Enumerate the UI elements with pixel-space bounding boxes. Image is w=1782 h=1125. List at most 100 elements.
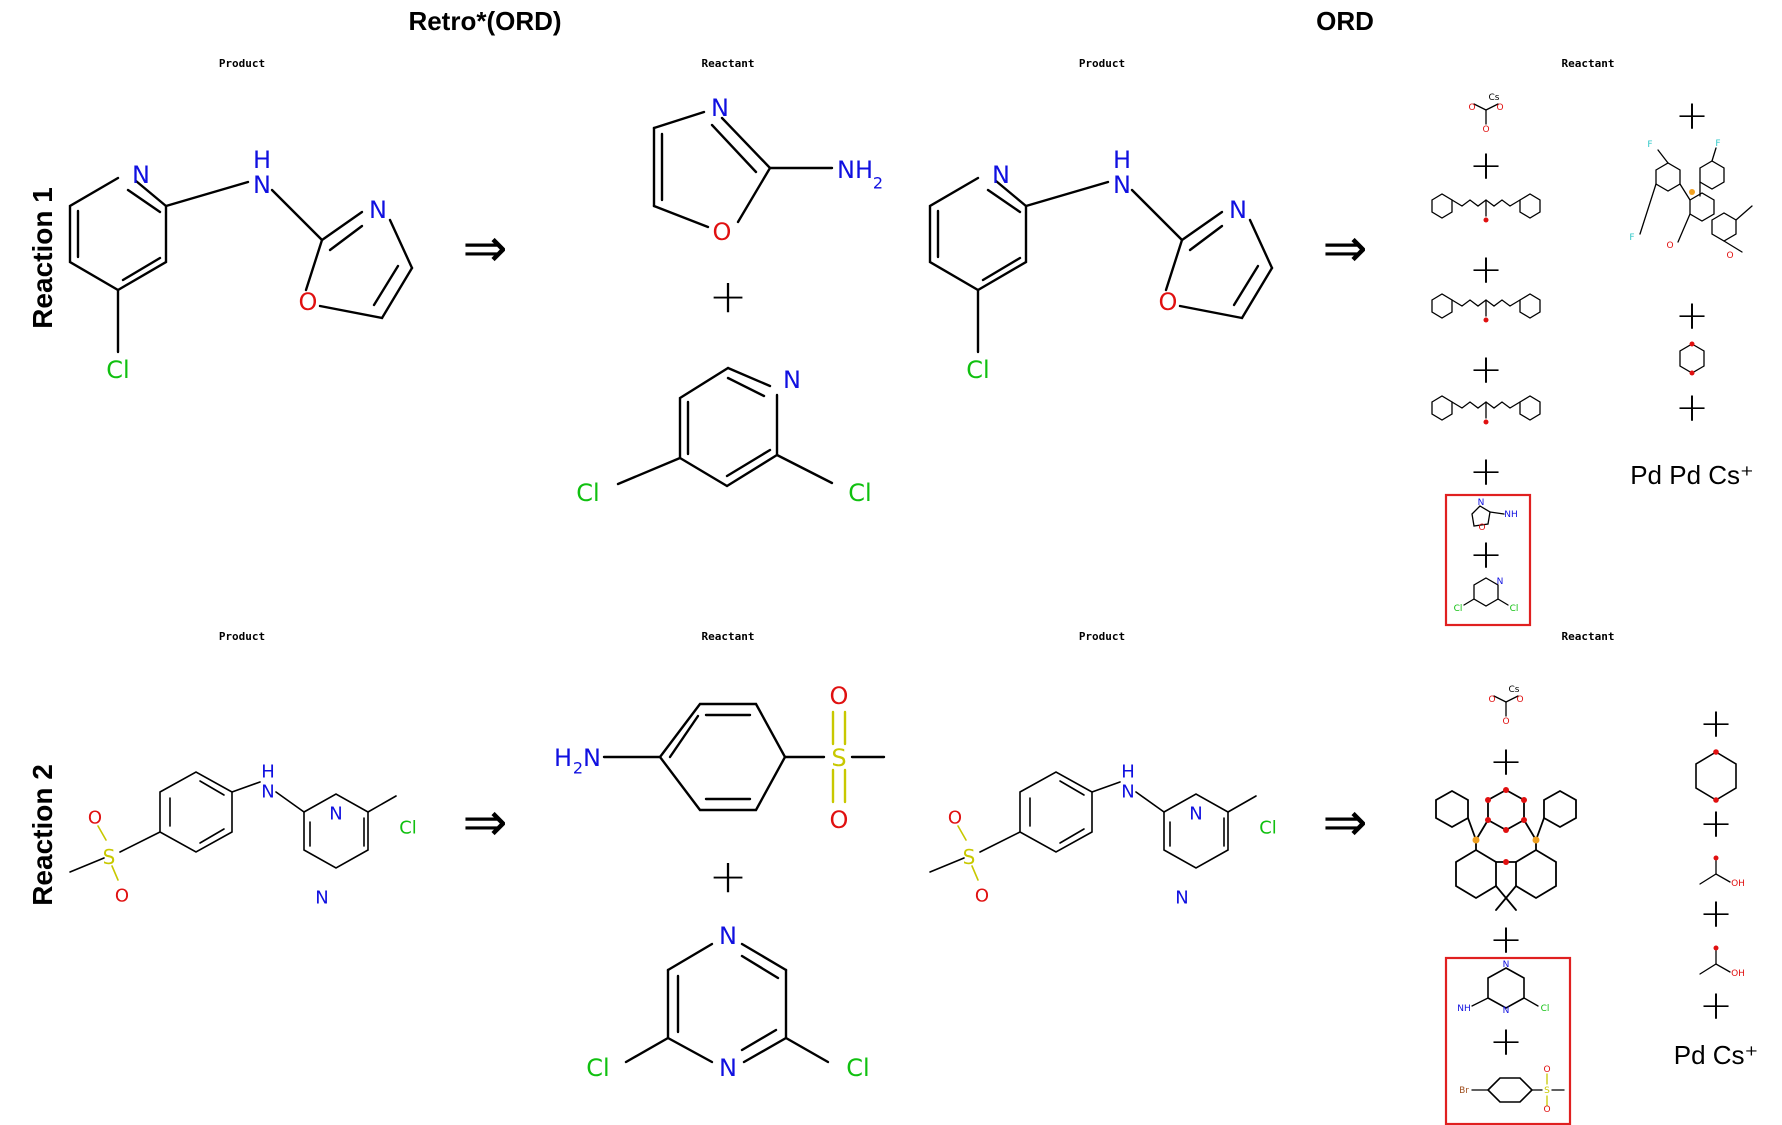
panel-label-reactant: Reactant [702, 57, 755, 70]
atom-S: S [1544, 1086, 1550, 1096]
atom-N: N [783, 366, 801, 394]
atom-N: N [719, 1054, 737, 1082]
retro-arrow: ⇒ [1322, 217, 1367, 280]
atom-NH2-subscript: 2 [873, 174, 883, 193]
reactant-dichloropyrazine: N N Cl Cl [586, 922, 869, 1082]
reactant-dioxane [1695, 749, 1737, 803]
reactant-dba [1431, 193, 1541, 224]
plus-sign: + [709, 849, 748, 903]
plus-sign: + [1469, 247, 1503, 293]
atom-Cl: Cl [106, 356, 129, 384]
header-ord: ORD [1316, 6, 1374, 36]
plus-sign: + [709, 269, 748, 323]
atom-O: O [88, 808, 102, 829]
atom-N: N [1189, 804, 1202, 825]
reactant-carbonate: Cs O O O [1468, 93, 1503, 135]
atom-O: O [115, 886, 129, 907]
atom-H2N-N: N [583, 744, 601, 772]
reactant-aminochloropyrazine-small: N N NH Cl [1457, 960, 1549, 1016]
atom-Cl: Cl [576, 479, 599, 507]
atom-N: N [711, 94, 729, 122]
atom-NH: N [253, 171, 271, 199]
atom-Cl: Cl [1259, 818, 1277, 839]
atom-S: S [963, 845, 976, 869]
plus-sign: + [1489, 1019, 1523, 1065]
plus-sign: + [1699, 801, 1733, 847]
atom-S: S [831, 744, 846, 772]
atom-H: H [1113, 146, 1131, 174]
atom-O: O [1478, 523, 1485, 533]
atom-N: N [1121, 782, 1134, 803]
plus-sign: + [1675, 385, 1709, 431]
reactant-dioxane [1679, 341, 1705, 376]
reactant-dba [1431, 395, 1541, 426]
plus-sign: + [1675, 293, 1709, 339]
atom-O: O [830, 682, 849, 710]
atom-N: N [315, 888, 328, 909]
atom-N: N [261, 782, 274, 803]
atom-NH: N [1113, 171, 1131, 199]
atom-O: O [1666, 241, 1673, 251]
plus-sign: + [1469, 143, 1503, 189]
atom-O: O [1543, 1105, 1550, 1115]
atom-F: F [1715, 139, 1720, 149]
atom-N: N [1503, 960, 1510, 970]
product-molecule-reaction-1-right: N N H N O Cl [928, 146, 1274, 384]
reactant-dichloropyridine-small: N Cl Cl [1454, 577, 1519, 614]
atom-O: O [1496, 103, 1503, 113]
atom-N: N [719, 922, 737, 950]
atom-O: O [975, 886, 989, 907]
reactant-acetic-acid: OH [1699, 945, 1745, 979]
plus-sign: + [1469, 449, 1503, 495]
panel-label-product: Product [219, 57, 265, 70]
atom-O: O [1159, 288, 1178, 316]
plus-sign: + [1675, 93, 1709, 139]
atom-Cs: Cs [1489, 93, 1500, 103]
atom-O: O [1502, 717, 1509, 727]
reactant-aminooxazole: N O NH 2 [652, 94, 883, 246]
panel-label-reactant: Reactant [702, 630, 755, 643]
plus-sign: + [1699, 891, 1733, 937]
atom-NH2: NH [837, 156, 873, 184]
atom-O: O [1488, 695, 1495, 705]
atom-N: N [132, 161, 150, 189]
atom-F: F [1629, 233, 1634, 243]
atom-O: O [1482, 125, 1489, 135]
atom-O: O [830, 806, 849, 834]
panel-label-product: Product [1079, 630, 1125, 643]
reactant-acetic-acid: OH [1699, 855, 1745, 889]
reactant-xantphos [1435, 787, 1577, 911]
ions-label: Pd Pd Cs⁺ [1630, 460, 1754, 490]
atom-Cl: Cl [1510, 604, 1519, 614]
highlight-box [1444, 956, 1572, 1125]
atom-H: H [1121, 762, 1135, 783]
atom-Cl: Cl [1541, 1004, 1550, 1014]
panel-label-reactant: Reactant [1562, 57, 1615, 70]
atom-O: O [1726, 251, 1733, 261]
product-molecule-reaction-2-left: S O O N H N N Cl [69, 762, 417, 909]
atom-N: N [1478, 498, 1485, 508]
reactant-phosphine-ligand: F F F O O [1629, 139, 1753, 261]
plus-sign: + [1699, 983, 1733, 1029]
retro-arrow: ⇒ [462, 217, 507, 280]
atom-O: O [1543, 1065, 1550, 1075]
panel-label-product: Product [1079, 57, 1125, 70]
retro-arrow: ⇒ [462, 791, 507, 854]
atom-H: H [261, 762, 275, 783]
atom-Cl: Cl [586, 1054, 609, 1082]
header-retro-ord: Retro*(ORD) [408, 6, 561, 36]
atom-O: O [1468, 103, 1475, 113]
row-label-reaction-2: Reaction 2 [27, 764, 58, 906]
plus-sign: + [1469, 532, 1503, 578]
atom-H2N-H: H [554, 744, 572, 772]
reactant-bromophenylsulfone-small: Br S O O [1459, 1065, 1565, 1115]
atom-N: N [1229, 196, 1247, 224]
panel-label-reactant: Reactant [1562, 630, 1615, 643]
atom-O: O [948, 808, 962, 829]
reactant-dba [1431, 293, 1541, 324]
atom-O: O [713, 218, 732, 246]
atom-OH: OH [1731, 879, 1745, 889]
atom-NH2: NH [1457, 1004, 1471, 1014]
atom-NH2: NH [1504, 510, 1518, 520]
